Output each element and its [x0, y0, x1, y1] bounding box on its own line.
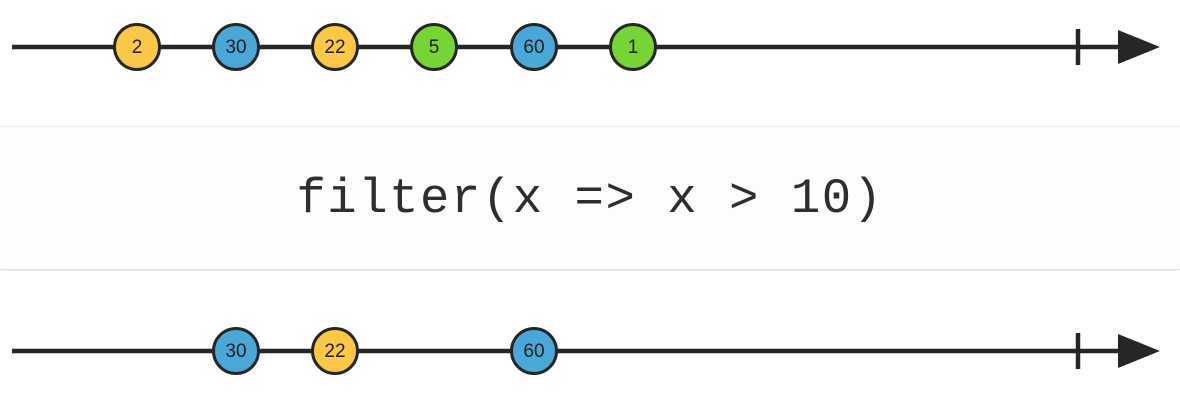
source-marble-4-value: 60 [523, 36, 545, 58]
source-marble-2-value: 22 [324, 36, 346, 58]
source-marble-0[interactable]: 2 [113, 23, 161, 71]
source-marble-5-value: 1 [627, 36, 639, 58]
result-marble-0[interactable]: 30 [212, 327, 260, 375]
source-arrowhead-icon [1118, 30, 1160, 64]
source-marble-0-value: 2 [131, 36, 143, 58]
result-marble-2[interactable]: 60 [510, 327, 558, 375]
result-stream-panel: 30 22 60 [0, 271, 1180, 400]
source-timeline: 2 30 22 5 60 1 [0, 0, 1180, 126]
operator-panel: filter(x => x > 10) [0, 126, 1180, 270]
operator-label: filter(x => x > 10) [296, 171, 884, 227]
result-timeline: 30 22 60 [0, 271, 1180, 400]
source-marble-3[interactable]: 5 [410, 23, 458, 71]
result-marble-0-value: 30 [225, 340, 247, 362]
source-stream-panel: 2 30 22 5 60 1 [0, 0, 1180, 126]
source-marble-2[interactable]: 22 [311, 23, 359, 71]
source-marble-4[interactable]: 60 [510, 23, 558, 71]
result-marble-2-value: 60 [523, 340, 545, 362]
result-arrowhead-icon [1118, 334, 1160, 368]
source-timeline-axis [12, 29, 1160, 65]
result-timeline-axis [12, 333, 1160, 369]
result-marble-1[interactable]: 22 [311, 327, 359, 375]
source-marble-5[interactable]: 1 [609, 23, 657, 71]
source-marble-1-value: 30 [225, 36, 247, 58]
source-marble-3-value: 5 [428, 36, 440, 58]
result-marble-1-value: 22 [324, 340, 346, 362]
source-marble-1[interactable]: 30 [212, 23, 260, 71]
